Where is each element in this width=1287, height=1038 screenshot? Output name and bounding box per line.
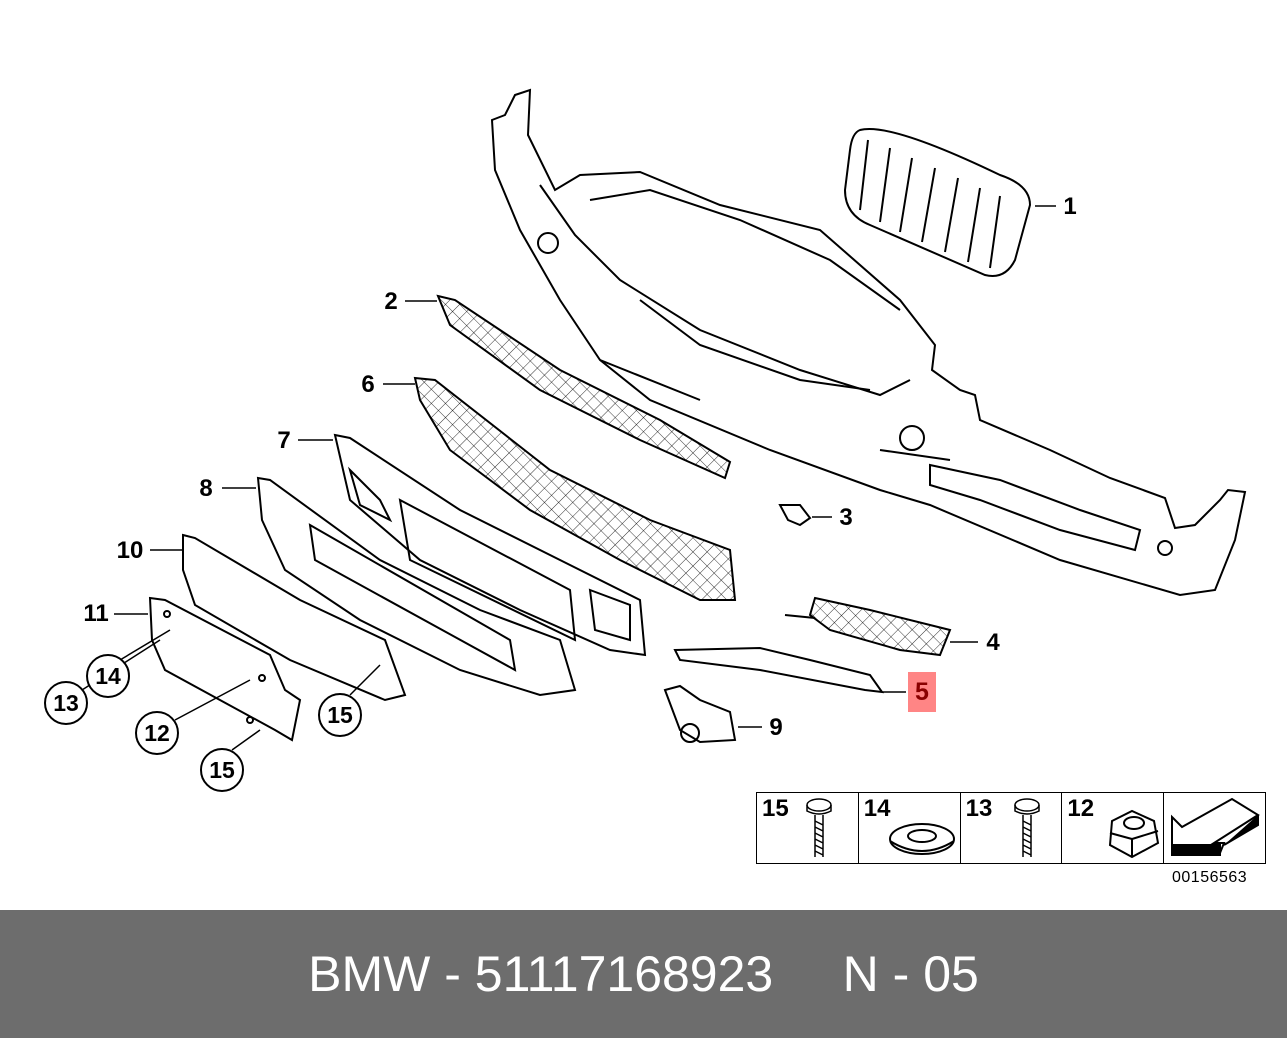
- callout-12[interactable]: 12: [135, 711, 179, 755]
- callout-10[interactable]: 10: [116, 537, 144, 564]
- callout-6[interactable]: 6: [361, 371, 375, 398]
- legend-item-arrow[interactable]: [1164, 793, 1265, 863]
- callout-4[interactable]: 4: [986, 629, 1000, 656]
- trim-part-8: [256, 476, 577, 697]
- washer-icon: [888, 823, 955, 855]
- legend-number: 12: [1067, 795, 1095, 822]
- footer-banner: BMW - 51117168923 N - 05: [0, 910, 1287, 1038]
- callout-1[interactable]: 1: [1063, 193, 1077, 220]
- legend-number: 13: [965, 795, 993, 822]
- legend-item-13[interactable]: 13: [961, 793, 1063, 863]
- callout-5-highlighted[interactable]: 5: [908, 672, 936, 712]
- license-plate-base-11: [148, 596, 302, 742]
- screw-icon: [806, 798, 832, 857]
- callout-11[interactable]: 11: [83, 600, 109, 627]
- callout-15[interactable]: 15: [200, 748, 244, 792]
- cap-part-3: [778, 504, 812, 527]
- trim-strip-part-5: [673, 646, 885, 694]
- callout-14[interactable]: 14: [86, 654, 130, 698]
- legend-number: 14: [863, 795, 891, 822]
- grille-insert-part-4: [784, 596, 952, 657]
- callout-2[interactable]: 2: [384, 288, 398, 315]
- legend-item-14[interactable]: 14: [859, 793, 961, 863]
- callout-15[interactable]: 15: [318, 693, 362, 737]
- grille-part-2: [436, 294, 732, 480]
- kidney-grille: [843, 127, 1032, 277]
- sensor-holder-part-9: [663, 684, 737, 744]
- bracket-part-10: [182, 533, 407, 702]
- callout-8[interactable]: 8: [199, 475, 213, 502]
- nut-icon: [1109, 809, 1160, 859]
- callout-13[interactable]: 13: [44, 681, 88, 725]
- bumper-cover: [490, 88, 1247, 597]
- legend-item-15[interactable]: 15: [757, 793, 859, 863]
- arrow-icon: [1171, 797, 1261, 856]
- grille-part-7: [333, 433, 647, 657]
- grille-part-6: [413, 376, 737, 601]
- legend-item-12[interactable]: 12: [1062, 793, 1165, 863]
- footer-part-info: BMW - 51117168923 N - 05: [308, 946, 979, 1002]
- callout-9[interactable]: 9: [769, 714, 783, 741]
- fastener-legend: 15 14 13 12: [756, 792, 1266, 864]
- callout-7[interactable]: 7: [277, 427, 291, 454]
- callout-3[interactable]: 3: [839, 504, 853, 531]
- diagram-number: 00156563: [1172, 869, 1248, 886]
- legend-number: 15: [762, 795, 789, 822]
- exploded-parts-diagram: [81, 88, 1247, 751]
- screw-icon: [1013, 798, 1040, 857]
